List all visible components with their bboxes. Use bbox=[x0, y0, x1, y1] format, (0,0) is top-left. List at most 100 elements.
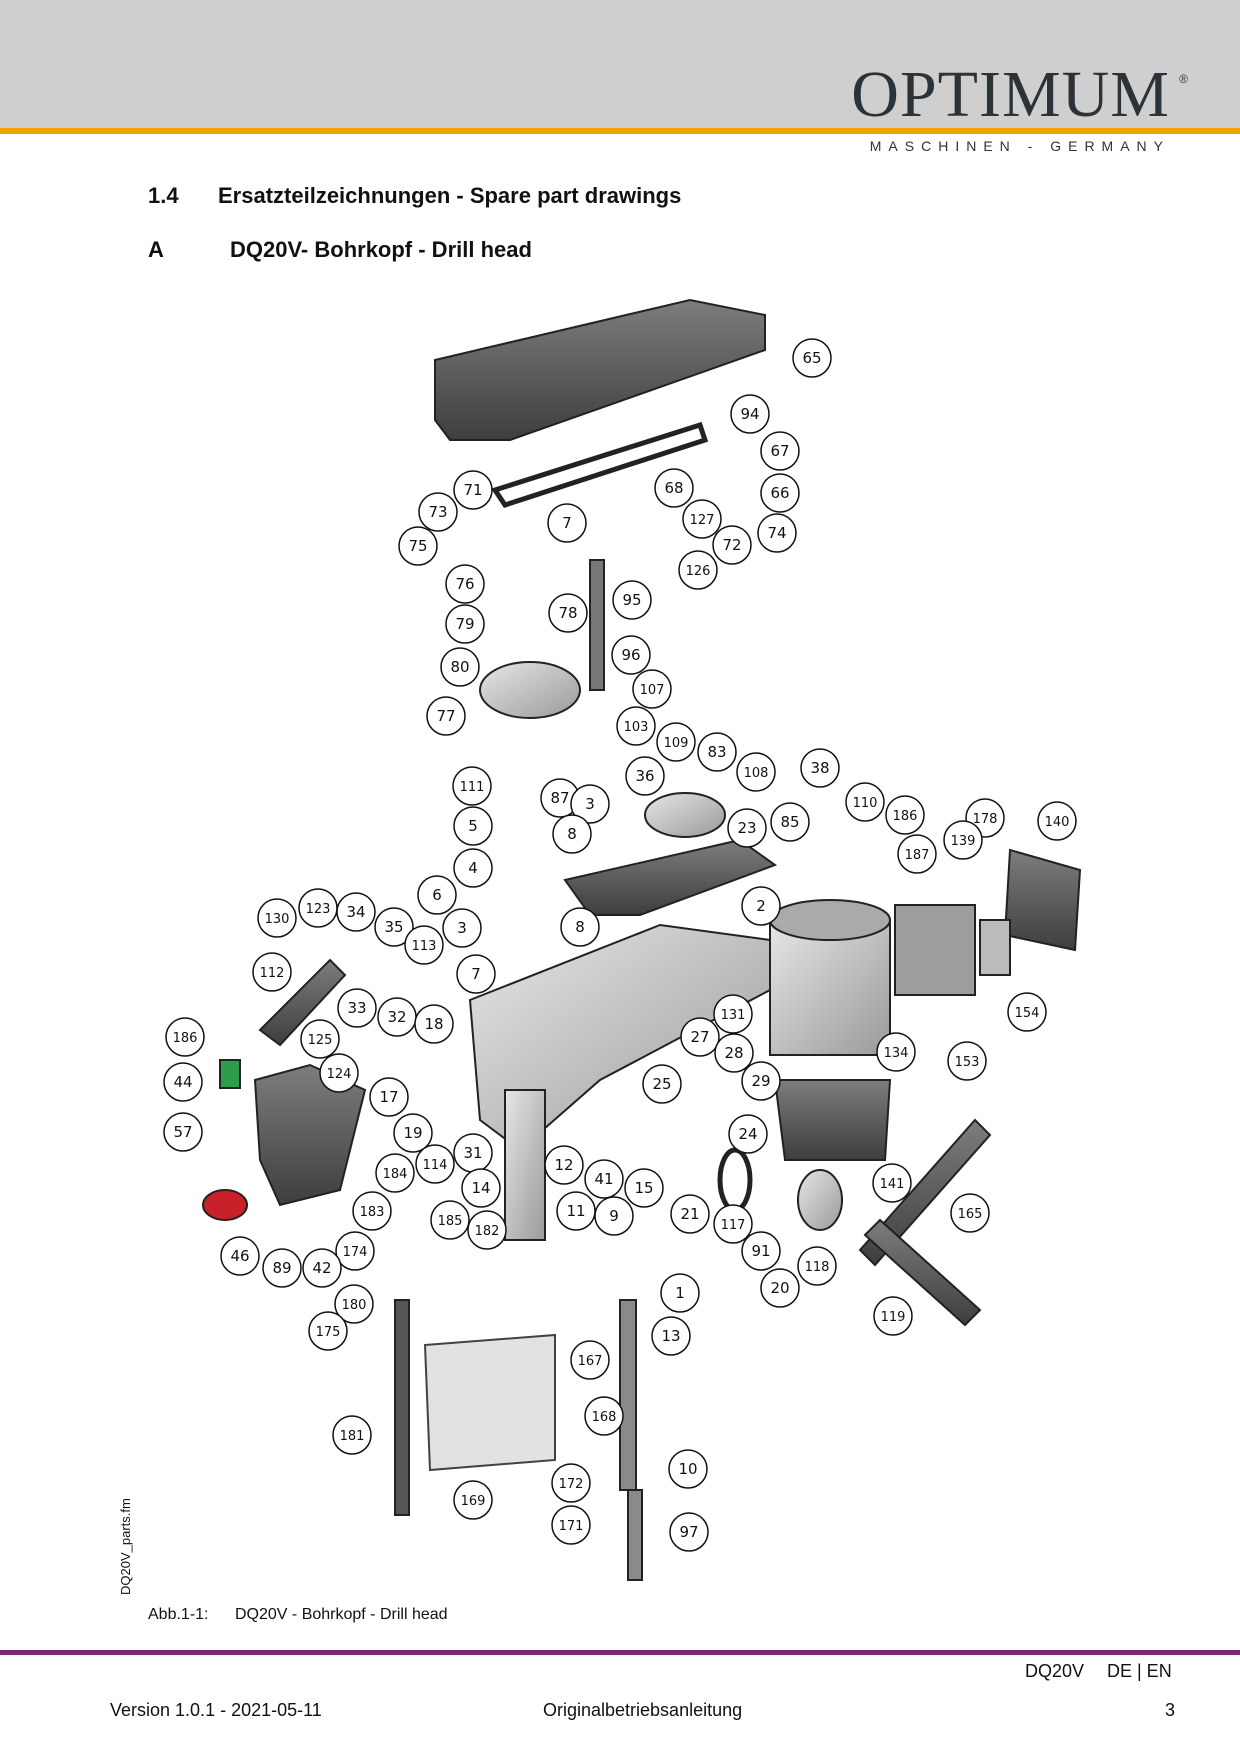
callout-number: 42 bbox=[312, 1259, 331, 1277]
callout-number: 20 bbox=[770, 1279, 789, 1297]
part-callout: 180 bbox=[334, 1284, 374, 1324]
part-callout: 111 bbox=[452, 766, 492, 806]
callout-circle bbox=[369, 1077, 409, 1117]
callout-number: 107 bbox=[640, 683, 665, 698]
part-callout: 118 bbox=[797, 1246, 837, 1286]
footer-document-type: Originalbetriebsanleitung bbox=[543, 1700, 743, 1720]
part-callout: 140 bbox=[1037, 801, 1077, 841]
part-callout: 7 bbox=[456, 954, 496, 994]
callout-number: 71 bbox=[463, 481, 482, 499]
part-callout: 123 bbox=[298, 888, 338, 928]
header-band bbox=[0, 0, 1240, 132]
callout-number: 33 bbox=[347, 999, 366, 1017]
part-callout: 11 bbox=[556, 1191, 596, 1231]
callout-number: 169 bbox=[461, 1494, 486, 1509]
callout-circle bbox=[757, 513, 797, 553]
part-callout: 9 bbox=[594, 1196, 634, 1236]
callout-number: 83 bbox=[707, 743, 726, 761]
callout-number: 112 bbox=[260, 966, 285, 981]
part-callout: 103 bbox=[616, 706, 656, 746]
part-callout: 181 bbox=[332, 1415, 372, 1455]
callout-number: 117 bbox=[721, 1218, 746, 1233]
part-callout: 29 bbox=[741, 1061, 781, 1101]
callout-circle bbox=[453, 806, 493, 846]
part-callout: 130 bbox=[257, 898, 297, 938]
callout-circle bbox=[252, 952, 292, 992]
callout-number: 183 bbox=[360, 1205, 385, 1220]
callout-number: 109 bbox=[664, 736, 689, 751]
part-callout: 83 bbox=[697, 732, 737, 772]
callout-circle bbox=[697, 732, 737, 772]
callout-circle bbox=[616, 706, 656, 746]
part-callout: 75 bbox=[398, 526, 438, 566]
callout-number: 182 bbox=[475, 1224, 500, 1239]
callout-circle bbox=[404, 925, 444, 965]
part-callout: 125 bbox=[300, 1019, 340, 1059]
callout-number: 140 bbox=[1045, 815, 1070, 830]
part-callout: 7 bbox=[547, 503, 587, 543]
callout-number: 19 bbox=[403, 1124, 422, 1142]
callout-circle bbox=[163, 1062, 203, 1102]
part-callout: 91 bbox=[741, 1231, 781, 1271]
callout-number: 77 bbox=[436, 707, 455, 725]
callout-number: 41 bbox=[594, 1170, 613, 1188]
callout-circle bbox=[760, 431, 800, 471]
callout-number: 9 bbox=[609, 1207, 619, 1225]
callout-circle bbox=[654, 468, 694, 508]
callout-circle bbox=[873, 1296, 913, 1336]
part-callout: 25 bbox=[642, 1064, 682, 1104]
callout-number: 185 bbox=[438, 1214, 463, 1229]
callout-number: 4 bbox=[468, 859, 478, 877]
part-callout: 74 bbox=[757, 513, 797, 553]
part-callout: 44 bbox=[163, 1062, 203, 1102]
callout-number: 154 bbox=[1015, 1006, 1040, 1021]
subsection-title: DQ20V- Bohrkopf - Drill head bbox=[230, 237, 532, 262]
part-callout: 4 bbox=[453, 848, 493, 888]
callout-number: 95 bbox=[622, 591, 641, 609]
callout-circle bbox=[656, 722, 696, 762]
part-callout: 28 bbox=[714, 1033, 754, 1073]
subsection-letter: A bbox=[148, 237, 164, 262]
part-callout: 96 bbox=[611, 635, 651, 675]
callout-number: 124 bbox=[327, 1067, 352, 1082]
callout-number: 186 bbox=[173, 1031, 198, 1046]
callout-circle bbox=[302, 1248, 342, 1288]
callout-number: 171 bbox=[559, 1519, 584, 1534]
callout-circle bbox=[682, 499, 722, 539]
callout-circle bbox=[352, 1191, 392, 1231]
part-callout: 153 bbox=[947, 1041, 987, 1081]
callout-circle bbox=[885, 795, 925, 835]
callout-number: 3 bbox=[457, 919, 467, 937]
callout-circle bbox=[1007, 992, 1047, 1032]
callout-number: 97 bbox=[679, 1523, 698, 1541]
part-callout: 110 bbox=[845, 782, 885, 822]
part-callout: 3 bbox=[570, 784, 610, 824]
callout-number: 184 bbox=[383, 1167, 408, 1182]
part-callout: 68 bbox=[654, 468, 694, 508]
callout-circle bbox=[770, 802, 810, 842]
callout-number: 65 bbox=[802, 349, 821, 367]
callout-number: 17 bbox=[379, 1088, 398, 1106]
part-callout: 31 bbox=[453, 1133, 493, 1173]
part-callout: 185 bbox=[430, 1200, 470, 1240]
callout-circle bbox=[712, 525, 752, 565]
part-callout: 76 bbox=[445, 564, 485, 604]
callout-number: 28 bbox=[724, 1044, 743, 1062]
callout-number: 46 bbox=[230, 1247, 249, 1265]
callout-number: 24 bbox=[738, 1125, 757, 1143]
logo-subtitle: MASCHINEN - GERMANY bbox=[869, 138, 1170, 154]
callout-number: 174 bbox=[343, 1245, 368, 1260]
part-callout: 154 bbox=[1007, 992, 1047, 1032]
callout-number: 167 bbox=[578, 1354, 603, 1369]
part-callout: 124 bbox=[319, 1053, 359, 1093]
callout-number: 34 bbox=[346, 903, 365, 921]
callout-circle bbox=[417, 875, 457, 915]
callout-number: 87 bbox=[550, 789, 569, 807]
part-callout: 1 bbox=[660, 1273, 700, 1313]
callout-number: 131 bbox=[721, 1008, 746, 1023]
callout-circle bbox=[442, 908, 482, 948]
callout-circle bbox=[594, 1196, 634, 1236]
callout-number: 38 bbox=[810, 759, 829, 777]
